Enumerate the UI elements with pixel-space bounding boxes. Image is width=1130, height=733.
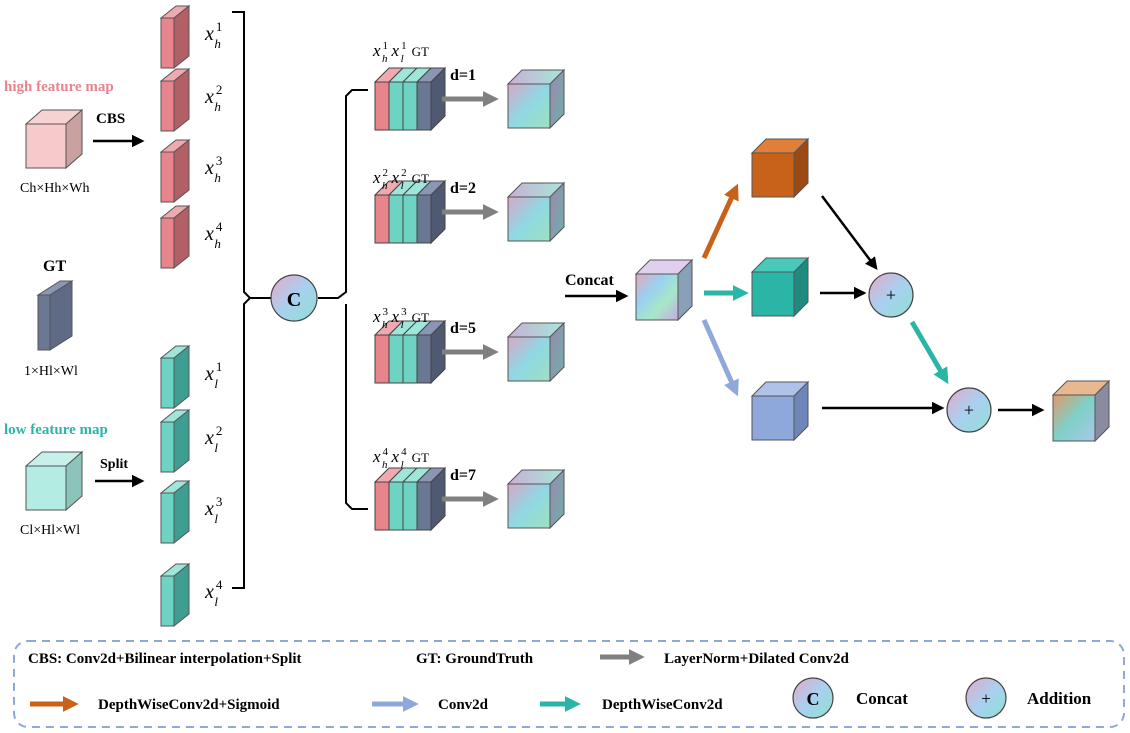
- left-brace: [232, 11, 252, 589]
- legend-addition-text: Addition: [1027, 689, 1092, 708]
- cbs-label: CBS: [96, 111, 125, 127]
- addition-symbol-2: +: [964, 400, 974, 420]
- legend-gray-text: LayerNorm+Dilated Conv2d: [664, 651, 849, 667]
- legend-addition-icon: [965, 677, 1007, 719]
- legend-blue-text: Conv2d: [438, 697, 489, 713]
- teal-cube: [750, 256, 810, 318]
- legend-gt: GT: GroundTruth: [416, 651, 534, 667]
- output-cube: [1051, 379, 1111, 443]
- dilation-label: d=7: [450, 467, 476, 484]
- legend-addition-symbol: +: [981, 689, 991, 708]
- concat-label: Concat: [565, 272, 615, 289]
- legend-concat-symbol: C: [807, 689, 820, 709]
- blue-branch-arrow: [701, 318, 739, 397]
- low-split-slab: [159, 479, 191, 545]
- high-feature-map-label: high feature map: [4, 79, 114, 95]
- high-split-slab: [159, 4, 191, 70]
- add-to-add-arrow: [909, 320, 949, 385]
- legend-cbs: CBS: Conv2d+Bilinear interpolation+Split: [28, 651, 302, 667]
- right-brace: [318, 89, 368, 510]
- dilated-output-cube: [506, 68, 566, 130]
- orange-branch-arrow: [701, 183, 739, 260]
- low-split-slab: [159, 408, 191, 474]
- legend-teal-text: DepthWiseConv2d: [602, 697, 723, 713]
- high-split-slab: [159, 204, 191, 270]
- dilation-label: d=2: [450, 180, 476, 197]
- high-split-slab: [159, 67, 191, 133]
- gt-slab: [36, 280, 74, 351]
- high-feature-dims: Ch×Hh×Wh: [20, 181, 89, 196]
- blue-cube: [750, 380, 810, 442]
- low-split-slab: [159, 344, 191, 410]
- low-feature-dims: Cl×Hl×Wl: [20, 523, 80, 538]
- high-feature-cube: [24, 108, 84, 170]
- dilation-label: d=5: [450, 320, 476, 337]
- high-split-slab: [159, 138, 191, 204]
- gt-label: GT: [43, 258, 66, 275]
- addition-circle-1: [868, 272, 914, 318]
- orange-cube: [750, 137, 810, 199]
- dilation-label: d=1: [450, 67, 476, 84]
- dilated-output-cube: [506, 181, 566, 243]
- legend-concat-text: Concat: [856, 689, 908, 708]
- dilated-output-cube: [506, 468, 566, 530]
- low-split-slab: [159, 562, 191, 628]
- split-label: Split: [100, 457, 128, 472]
- orange-to-add-arrow: [821, 195, 878, 270]
- legend-orange-text: DepthWiseConv2d+Sigmoid: [98, 697, 280, 713]
- concat-symbol: C: [287, 289, 301, 311]
- dilated-output-cube: [506, 321, 566, 383]
- addition-circle-2: [946, 387, 992, 433]
- gt-dims: 1×Hl×Wl: [24, 364, 78, 379]
- low-feature-cube: [24, 450, 84, 512]
- legend-concat-icon: [792, 677, 834, 719]
- legend-box: [13, 640, 1125, 728]
- concat-circle: [270, 274, 318, 322]
- low-feature-map-label: low feature map: [4, 422, 108, 438]
- addition-symbol-1: +: [886, 285, 896, 305]
- concat-cube: [634, 258, 694, 322]
